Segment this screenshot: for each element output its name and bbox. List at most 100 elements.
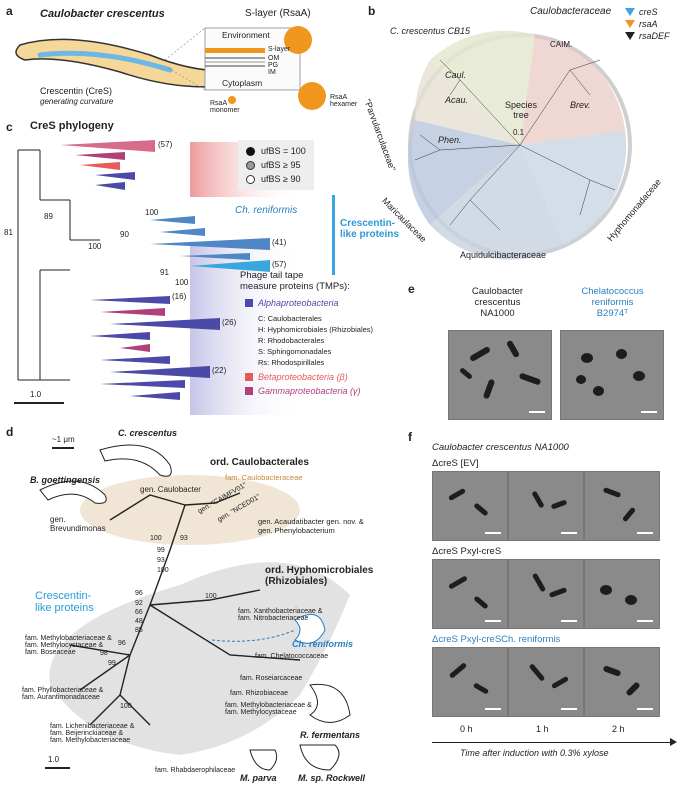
family-label: fam. Xanthobacteriaceae & fam. Nitrobact… xyxy=(238,608,323,622)
panel-f: f Caulobacter crescentus NA1000 ΔcreS [E… xyxy=(400,428,685,788)
node-label: 81 xyxy=(4,228,13,237)
node-label: 100 xyxy=(88,242,102,251)
panel-a-label: a xyxy=(6,4,13,18)
panel-d-label: d xyxy=(6,425,14,439)
row-label-ev: ΔcreS [EV] xyxy=(432,458,479,469)
panel-c-crescentin-like: Crescentin- like proteins xyxy=(340,218,399,240)
panel-a-layer-pg: PG xyxy=(268,62,279,69)
panel-a-layer-im: IM xyxy=(268,69,276,76)
legend-item-rsaa: rsaA xyxy=(625,18,670,30)
count-label: (26) xyxy=(222,318,237,327)
family-label: fam. Methylobacteriaceae & fam. Methyloc… xyxy=(25,635,112,656)
bootstrap-num: 100 xyxy=(120,703,132,710)
time-label-2h: 2 h xyxy=(612,724,625,734)
panel-d-gen-brevundimonas: gen. Brevundimonas xyxy=(50,515,106,533)
grey-circle-icon xyxy=(246,160,255,170)
triangle-icon xyxy=(625,8,635,16)
family-label: fam. Methylobacteriaceae & fam. Methyloc… xyxy=(225,702,312,716)
legend-item-rsadef: rsaDEF xyxy=(625,30,670,42)
clade-acau: Acau. xyxy=(445,95,469,105)
micrograph-cresr-2h xyxy=(584,647,660,717)
micrograph-caulobacter xyxy=(448,330,552,420)
panel-b-species-tree: Species tree xyxy=(505,100,538,120)
gamma-swatch xyxy=(245,387,253,395)
panel-a-environment: Environment xyxy=(222,30,270,40)
bootstrap-num: 48 xyxy=(135,618,143,625)
bootstrap-num: 100 xyxy=(205,593,217,600)
clade-phen: Phen. xyxy=(438,135,462,145)
panel-b-family-top: Caulobacteraceae xyxy=(530,6,612,17)
panel-d-ord-caulo: ord. Caulobacterales xyxy=(210,457,309,468)
bootstrap-num: 85 xyxy=(135,627,143,634)
time-label-1h: 1 h xyxy=(536,724,549,734)
panel-d-ch-reniformis: Ch. reniformis xyxy=(292,639,354,649)
family-label: fam. Chelatococcaceae xyxy=(255,653,329,660)
panel-d-r-fermentans: R. fermentans xyxy=(300,730,361,740)
family-label: fam. Rhabdaerophilaceae xyxy=(155,767,236,774)
clade-brev: Brev. xyxy=(570,100,591,110)
order-item: R: Rhodobacterales xyxy=(258,336,325,345)
panel-f-title: Caulobacter crescentus NA1000 xyxy=(432,442,569,453)
count-label: (16) xyxy=(172,292,187,301)
panel-d-gen-caulobacter: gen. Caulobacter xyxy=(140,485,201,494)
filled-circle-icon xyxy=(246,146,255,156)
panel-d: d ~1 μm C. crescentus B. goettingensis o… xyxy=(0,425,385,788)
panel-a-monomer: RsaA monomer xyxy=(210,100,240,114)
panel-b-legend: creS rsaA rsaDEF xyxy=(625,6,670,42)
family-label: fam. Lichenibacteriaceae & fam. Beijerin… xyxy=(50,723,135,744)
bootstrap-label: ufBS ≥ 90 xyxy=(261,174,301,184)
legend-label: rsaA xyxy=(639,19,658,29)
panel-c-ch-reniformis: Ch. reniformis xyxy=(235,205,298,216)
node-label: 89 xyxy=(44,212,53,221)
panel-d-crescentin-like: Crescentin- like proteins xyxy=(35,590,94,614)
family-label: fam. Rhizobiaceae xyxy=(230,690,288,697)
node-label: 100 xyxy=(175,278,189,287)
bootstrap-label: ufBS = 100 xyxy=(261,146,306,156)
bootstrap-legend-item: ufBS = 100 xyxy=(246,144,306,158)
count-label: (57) xyxy=(272,260,287,269)
micrograph-cresr-0h xyxy=(432,647,508,717)
bootstrap-num: 100 xyxy=(150,535,162,542)
order-item: Rs: Rhodospirillales xyxy=(258,358,325,367)
panel-d-gen-acau: gen. Acaudatibacter gen. nov. & gen. Phe… xyxy=(258,517,364,535)
panel-c-scale: 1.0 xyxy=(30,390,42,399)
panel-a-slayer-title: S-layer (RsaA) xyxy=(245,8,311,19)
row-label-cres: ΔcreS Pxyl-creS xyxy=(432,546,502,557)
node-label: 100 xyxy=(145,208,159,217)
panel-d-c-crescentus: C. crescentus xyxy=(118,428,178,438)
order-item: S: Sphingomonadales xyxy=(258,347,332,356)
bootstrap-legend: ufBS = 100 ufBS ≥ 95 ufBS ≥ 90 xyxy=(238,140,314,190)
panel-d-m-rockwell: M. sp. Rockwell xyxy=(298,773,366,783)
panel-d-scale: 1.0 xyxy=(48,755,60,764)
order-item: C: Caulobacterales xyxy=(258,314,322,323)
panel-a-cytoplasm: Cytoplasm xyxy=(222,78,263,88)
beta-swatch xyxy=(245,373,253,381)
order-item: H: Hyphomicrobiales (Rhizobiales) xyxy=(258,325,374,334)
count-label: (57) xyxy=(158,140,173,149)
micrograph-chelatococcus xyxy=(560,330,664,420)
micrograph-cresr-1h xyxy=(508,647,584,717)
micrograph-ev-1h xyxy=(508,471,584,541)
panel-a: a Caulobacter crescentus Crescentin (Cre… xyxy=(0,0,360,120)
beta-label: Betaproteobacteria (β) xyxy=(258,372,348,382)
panel-b: b creS rsaA rsaDEF Caulobacteraceae C. c… xyxy=(360,0,685,270)
panel-a-layer-slayer: S-layer xyxy=(268,46,291,53)
panel-c: c CreS phylogeny xyxy=(0,120,399,420)
panel-d-b-goettingensis: B. goettingensis xyxy=(30,475,101,485)
panel-e-right-title: Chelatococcus reniformis B2974ᵀ xyxy=(581,286,644,319)
panel-e-label: e xyxy=(408,282,415,296)
micrograph-cres-2h xyxy=(584,559,660,629)
bootstrap-legend-item: ufBS ≥ 90 xyxy=(246,172,306,186)
legend-label: rsaDEF xyxy=(639,31,670,41)
bootstrap-num: 96 xyxy=(135,590,143,597)
panel-a-title: Caulobacter crescentus xyxy=(40,8,165,20)
panel-e: e Caulobacter crescentus NA1000 Chelatoc… xyxy=(400,278,685,428)
panel-c-tmp-title: Phage tail tape measure proteins (TMPs): xyxy=(240,270,350,292)
panel-a-crescentin: Crescentin (CreS) xyxy=(40,86,113,96)
panel-a-crescentin-sub: generating curvature xyxy=(40,97,114,106)
panel-f-axis-label: Time after induction with 0.3% xylose xyxy=(460,748,609,758)
bootstrap-num: 66 xyxy=(135,609,143,616)
gamma-legend: Gammaproteobacteria (γ) xyxy=(245,386,361,396)
panel-a-figure xyxy=(15,26,326,110)
alpha-swatch xyxy=(245,299,253,307)
